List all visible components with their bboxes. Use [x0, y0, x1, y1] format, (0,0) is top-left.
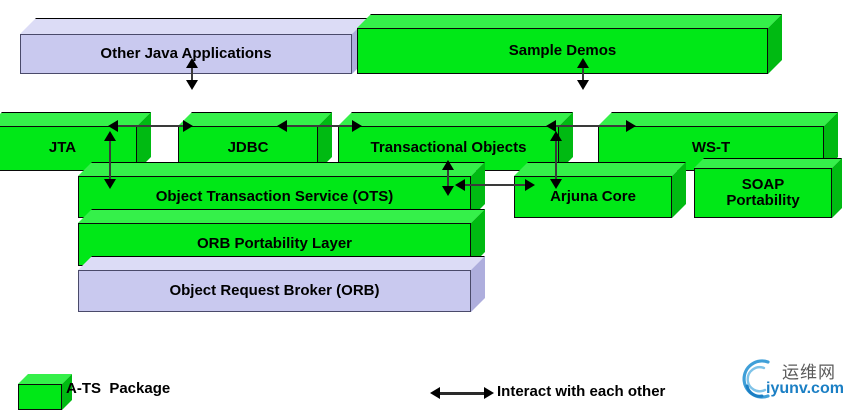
legend-arrow-line: [435, 392, 489, 395]
box-arjuna-core-label: Arjuna Core: [550, 187, 636, 205]
legend-package-swatch: [18, 374, 72, 410]
watermark-cn-text: 运维网: [782, 363, 836, 383]
box-arjuna-core-side-face: [672, 162, 686, 218]
box-object-transaction-service-side-face: [471, 162, 485, 218]
box-object-transaction-service-top-face: [78, 162, 485, 176]
arrow-jdbc-to-transactional-head-left: [277, 120, 287, 132]
box-sample-demos-label: Sample Demos: [508, 41, 617, 59]
legend-arrow-head-left: [430, 387, 440, 399]
box-object-request-broker-side-face: [471, 256, 485, 312]
arrow-jdbc-to-transactional: [277, 119, 362, 133]
box-object-request-broker-front-face: Object Request Broker (ORB): [78, 270, 471, 312]
box-sample-demos-top-face: [357, 14, 782, 28]
arrow-jta-to-jdbc-head-left: [108, 120, 118, 132]
arrow-jta-to-ots-head-down: [104, 179, 116, 189]
box-soap-portability-front-face: SOAP Portability: [694, 168, 832, 218]
arrow-demos-to-transactional-head-up: [577, 58, 589, 68]
arrow-jta-to-ots-head-up: [104, 131, 116, 141]
box-object-transaction-service-label: Object Transaction Service (OTS): [155, 187, 394, 205]
arrow-transactional-to-arjuna: [549, 131, 563, 189]
box-jdbc-top-face: [178, 112, 332, 126]
arrow-jta-to-ots: [103, 131, 117, 189]
box-transactional-objects-label: Transactional Objects: [370, 139, 527, 157]
arrow-transactional-to-arjuna-head-down: [550, 179, 562, 189]
arrow-jta-to-jdbc-head-right: [183, 120, 193, 132]
arrow-jta-to-ots-line: [109, 136, 111, 184]
watermark: 运维网 iyunv.com: [738, 356, 846, 408]
box-arjuna-core-front-face: Arjuna Core: [514, 176, 672, 218]
box-ws-t-label: WS-T: [691, 139, 731, 157]
box-object-request-broker-label: Object Request Broker (ORB): [169, 281, 380, 299]
arrow-transactional-to-wst: [546, 119, 636, 133]
legend-swatch-front-face: [18, 384, 62, 410]
box-arjuna-core-top-face: [514, 162, 686, 176]
box-sample-demos-front-face: Sample Demos: [357, 28, 768, 74]
box-jta-label: JTA: [48, 139, 77, 157]
arrow-jdbc-to-transactional-line: [282, 125, 357, 127]
arrow-apps-to-jdbc-head-up: [186, 58, 198, 68]
box-jdbc-label: JDBC: [227, 139, 269, 157]
arrow-transactional-to-wst-head-right: [626, 120, 636, 132]
arrow-transactional-to-wst-line: [551, 125, 631, 127]
box-object-request-broker-top-face: [78, 256, 485, 270]
arrow-demos-to-transactional-line: [582, 63, 584, 85]
arrow-transactional-to-wst-head-left: [546, 120, 556, 132]
box-orb-portability-layer-label: ORB Portability Layer: [196, 235, 353, 253]
box-soap-portability-side-face: [832, 158, 842, 218]
arrow-jta-to-jdbc: [108, 119, 193, 133]
arrow-jta-to-jdbc-line: [113, 125, 188, 127]
box-soap-portability: SOAP Portability: [694, 158, 842, 218]
arrow-apps-to-jdbc: [185, 58, 199, 90]
arrow-ots-to-arjuna-head-left: [455, 179, 465, 191]
box-other-java-applications-top-face: [20, 18, 368, 34]
arrow-demos-to-transactional-head-down: [577, 80, 589, 90]
legend-package-label: A-TS Package: [66, 380, 171, 397]
arrow-jdbc-to-transactional-head-right: [352, 120, 362, 132]
box-sample-demos-side-face: [768, 14, 782, 74]
legend-swatch-side-face: [62, 374, 72, 410]
box-transactional-objects-top-face: [338, 112, 573, 126]
arrow-apps-to-jdbc-line: [191, 63, 193, 85]
arrow-ots-to-arjuna: [455, 178, 535, 192]
box-ws-t-side-face: [824, 112, 838, 171]
legend-swatch-top-face: [18, 374, 72, 384]
legend-interact-arrow: [430, 386, 494, 400]
watermark-swoosh-icon: [742, 359, 770, 399]
arrow-ots-to-arjuna-head-right: [525, 179, 535, 191]
arrow-transactional-to-arjuna-line: [555, 136, 557, 184]
box-other-java-applications-label: Other Java Applications: [100, 44, 272, 62]
box-orb-portability-layer-side-face: [471, 209, 485, 266]
box-soap-portability-label: SOAP Portability: [726, 175, 800, 209]
arrow-transactional-to-ots: [441, 160, 455, 196]
box-soap-portability-top-face: [694, 158, 842, 168]
box-ws-t-top-face: [598, 112, 838, 126]
arrow-transactional-to-arjuna-head-up: [550, 131, 562, 141]
legend-interact-label: Interact with each other: [497, 383, 666, 400]
box-sample-demos: Sample Demos: [357, 14, 782, 74]
box-object-request-broker: Object Request Broker (ORB): [78, 256, 485, 312]
box-orb-portability-layer-top-face: [78, 209, 485, 223]
arrow-ots-to-arjuna-line: [460, 184, 530, 186]
arrow-transactional-to-ots-head-up: [442, 160, 454, 170]
arrow-demos-to-transactional: [576, 58, 590, 90]
legend-arrow-head-right: [484, 387, 494, 399]
watermark-url-text: iyunv.com: [766, 380, 844, 397]
box-arjuna-core: Arjuna Core: [514, 162, 686, 218]
arrow-transactional-to-ots-head-down: [442, 186, 454, 196]
arrow-apps-to-jdbc-head-down: [186, 80, 198, 90]
arrow-transactional-to-ots-line: [447, 165, 449, 191]
